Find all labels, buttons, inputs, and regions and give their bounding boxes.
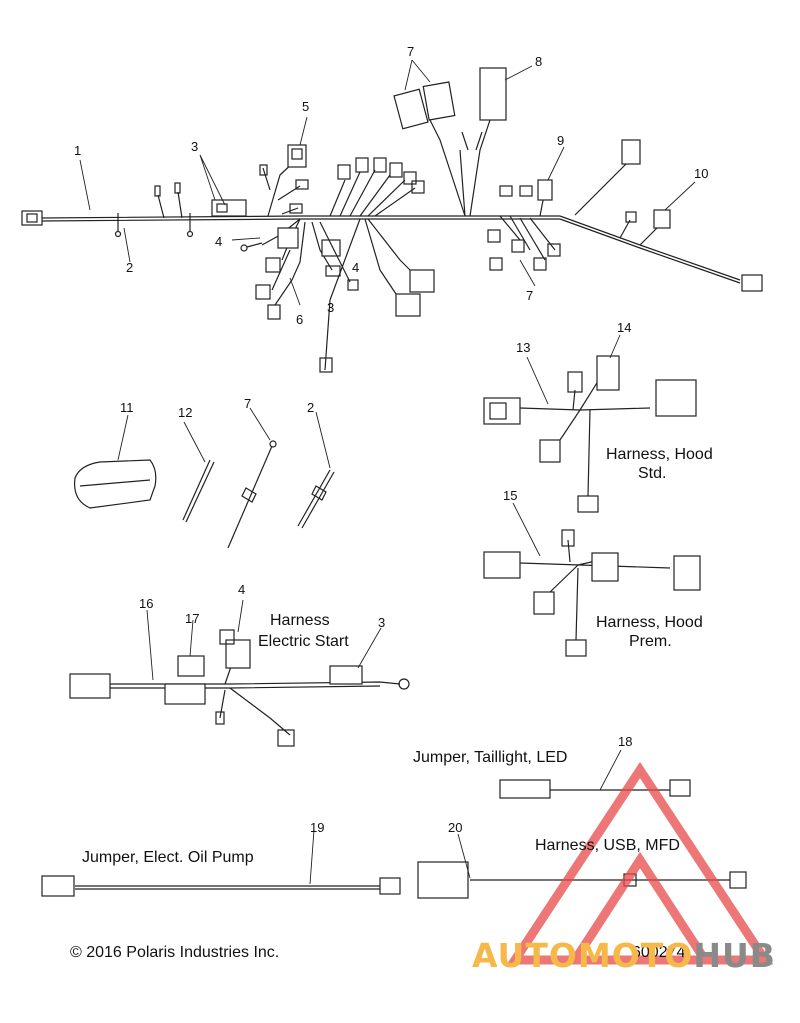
oil-pump-label: Jumper, Elect. Oil Pump [82, 849, 254, 866]
callout-17: 17 [185, 611, 199, 626]
taillight-label: Jumper, Taillight, LED [413, 749, 568, 766]
callout-4b: 4 [352, 260, 359, 275]
callout-6b: 6 [296, 312, 303, 327]
watermark-logo [506, 761, 774, 965]
callout-15: 15 [503, 488, 517, 503]
oil-pump-jumper [41, 875, 401, 897]
callout-18: 18 [618, 734, 632, 749]
callout-1: 1 [74, 143, 81, 158]
callout-8: 7 [407, 44, 414, 59]
usb-harness [417, 861, 747, 899]
callout-11: 11 [120, 400, 134, 415]
callout-5: 5 [302, 99, 309, 114]
callout-2: 2 [126, 260, 133, 275]
taillight-jumper [499, 779, 691, 799]
callout-7: 7 [526, 288, 533, 303]
callout-4c: 4 [238, 582, 245, 597]
loose-parts [73, 440, 335, 549]
watermark-part1: AUTOMOTO [472, 936, 694, 975]
callout-4: 4 [215, 234, 222, 249]
callout-3: 3 [191, 139, 198, 154]
callout-10: 9 [557, 133, 564, 148]
callout-16: 16 [139, 596, 153, 611]
usb-label: Harness, USB, MFD [535, 837, 680, 854]
part-number: 600274 [632, 944, 686, 961]
hood-std-label-line1: Harness, Hood [606, 446, 713, 463]
electric-start-harness [69, 629, 410, 747]
callout-3c: 3 [378, 615, 385, 630]
copyright-text: © 2016 Polaris Industries Inc. [70, 944, 280, 961]
callout-14: 14 [617, 320, 631, 335]
electric-start-label-line2: Electric Start [258, 633, 349, 650]
hood-std-harness [483, 355, 697, 513]
callout-6: 10 [694, 166, 708, 181]
hood-std-label-line2: Std. [638, 465, 667, 482]
callout-9: 8 [535, 54, 542, 69]
hood-prem-label-line1: Harness, Hood [596, 614, 703, 631]
hood-prem-harness [483, 529, 701, 657]
watermark-part2: HUB [693, 936, 776, 975]
callout-13: 13 [516, 340, 530, 355]
callout-3b: 3 [327, 300, 334, 315]
hood-prem-label-line2: Prem. [629, 633, 672, 650]
callout-19: 19 [310, 820, 324, 835]
electric-start-label-line1: Harness [270, 612, 330, 629]
callout-12: 12 [178, 405, 192, 420]
main-harness [21, 67, 763, 373]
watermark-text: AUTOMOTOHUB [472, 936, 776, 975]
callout-2b: 2 [307, 400, 314, 415]
callout-numbers: 1 2 3 4 5 7 8 9 10 4 3 6 7 11 12 7 2 13 … [74, 44, 708, 835]
callout-20: 20 [448, 820, 462, 835]
leader-lines [79, 59, 696, 885]
callout-7b: 7 [244, 396, 251, 411]
